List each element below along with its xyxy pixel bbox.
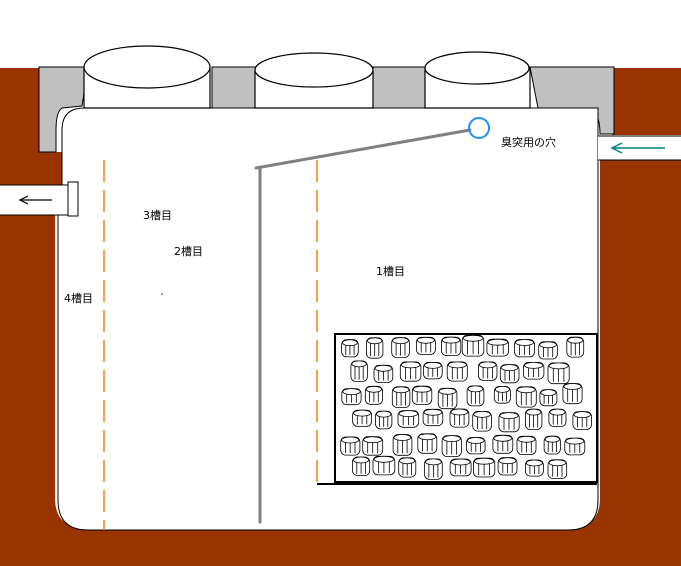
filter-media-piece <box>492 434 514 454</box>
filter-media-piece <box>472 457 496 478</box>
filter-media-piece <box>497 457 518 476</box>
filter-media-piece <box>417 433 438 454</box>
filter-media-piece <box>472 410 492 432</box>
filter-media-piece <box>341 339 359 358</box>
filter-media-piece <box>340 436 361 456</box>
filter-media-piece <box>498 412 520 433</box>
manhole-covers <box>83 45 531 109</box>
manhole-cover-1 <box>83 45 211 89</box>
filter-media-piece <box>440 336 462 356</box>
tank1-label: 1槽目 <box>376 265 405 278</box>
filter-media-piece <box>523 361 545 380</box>
tank2-label: 2槽目 <box>174 245 203 258</box>
tank4-label: 4槽目 <box>64 292 93 305</box>
manhole-cover-2 <box>254 52 374 88</box>
filter-media-piece <box>548 408 567 428</box>
filter-media-piece <box>514 339 535 358</box>
filter-media-piece <box>411 385 433 405</box>
filter-media-piece <box>392 434 413 456</box>
filter-media-piece <box>415 336 436 355</box>
filter-media-piece <box>423 361 443 380</box>
filter-media-piece <box>437 387 458 410</box>
filter-media-piece <box>547 362 570 385</box>
filter-media-piece <box>341 388 362 406</box>
tank3-label: 3槽目 <box>143 209 172 222</box>
arrow-left-icon <box>610 142 665 154</box>
manhole-cover-3 <box>424 51 530 85</box>
filter-media-piece <box>391 337 410 358</box>
chamber-dividers <box>103 160 318 530</box>
filter-media-piece <box>441 435 462 457</box>
outflow-pipe <box>0 181 80 217</box>
filter-media-piece <box>525 408 543 430</box>
filter-media-piece <box>352 456 371 477</box>
filter-media-piece <box>466 385 485 407</box>
filter-media-piece <box>372 455 396 476</box>
filter-media-piece <box>352 409 373 427</box>
filter-media-piece <box>398 457 417 478</box>
filter-media-piece <box>449 408 470 428</box>
filter-media-piece <box>543 435 561 455</box>
filter-media-piece <box>486 338 509 357</box>
dot-mark <box>161 293 163 295</box>
filter-media-piece <box>350 360 368 382</box>
filter-media-piece <box>391 386 411 408</box>
filter-media-piece <box>365 337 384 359</box>
filter-media-piece <box>422 408 444 427</box>
filter-media-piece <box>449 458 472 477</box>
filter-media-piece <box>364 385 383 405</box>
filter-media-piece <box>564 437 586 456</box>
filter-media-piece <box>446 361 468 382</box>
filter-media-piece <box>466 437 486 455</box>
filter-media-piece <box>477 361 498 381</box>
filter-media-piece <box>515 386 537 408</box>
arrow-left-icon <box>18 195 52 205</box>
filter-media-piece <box>572 411 592 430</box>
vent-pipe <box>254 128 472 524</box>
filter-media-piece <box>539 389 558 407</box>
filter-media-piece <box>562 383 583 405</box>
filter-media-piece <box>525 459 544 477</box>
filter-media-piece <box>461 334 485 357</box>
filter-media-piece <box>566 336 585 358</box>
filter-media-piece <box>493 385 511 404</box>
vent-hole-ring <box>468 117 490 139</box>
soil <box>0 68 681 566</box>
filter-media <box>317 333 598 485</box>
filter-media-piece <box>375 410 393 430</box>
filter-media-piece <box>499 364 520 384</box>
vent-hole-label: 臭突用の穴 <box>501 136 556 149</box>
filter-media-piece <box>397 410 420 428</box>
filter-media-piece <box>516 435 537 455</box>
filter-media-piece <box>373 364 394 383</box>
filter-media-piece <box>538 341 558 360</box>
filter-media-piece <box>547 459 568 479</box>
filter-media-piece <box>424 458 443 480</box>
filter-media-piece <box>362 436 384 456</box>
filter-media-piece <box>399 361 422 382</box>
